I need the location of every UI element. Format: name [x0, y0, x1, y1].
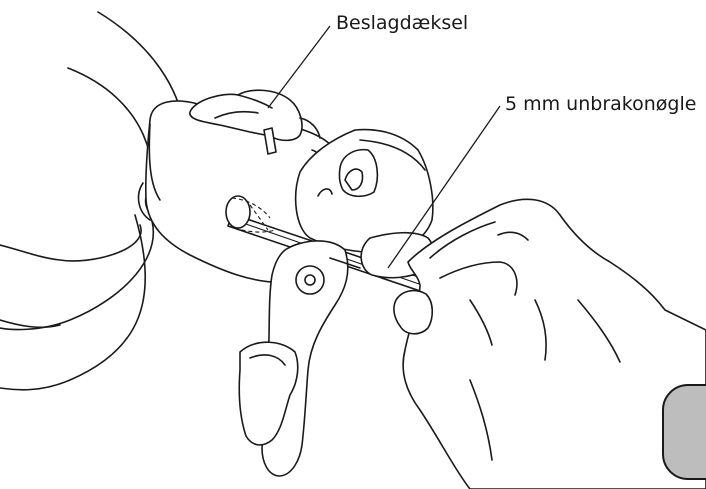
- hex-key-label: 5 mm unbrakonøgle: [505, 95, 696, 114]
- hand: [394, 199, 706, 489]
- page-tab-marker: [662, 384, 706, 480]
- bracket-cover-label: Beslagdæksel: [336, 14, 468, 33]
